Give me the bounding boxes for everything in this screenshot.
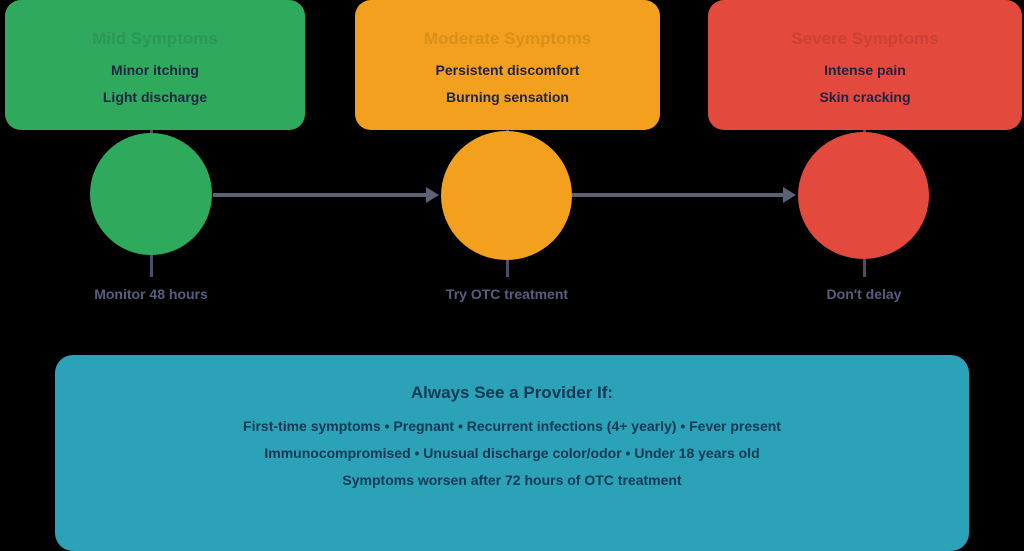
stage-action-label-moderate: Try OTC treatment [445,286,569,302]
stage-card-severe: Severe Symptoms Intense pain Skin cracki… [708,0,1022,130]
stage-title-mild: Mild Symptoms [92,29,218,48]
stage-node-mild [90,133,212,255]
symptom-text: Burning sensation [446,89,569,105]
symptom-text: Minor itching [111,62,199,78]
arrow-connector-line [213,193,426,197]
provider-warning-line: First-time symptoms • Pregnant • Recurre… [243,418,781,434]
provider-warning-card: Always See a Provider If: First-time sym… [55,355,969,551]
stage-card-moderate: Moderate Symptoms Persistent discomfort … [355,0,660,130]
stage-action-label-severe: Don't delay [826,286,902,302]
arrow-right-icon [426,187,439,203]
symptom-text: Intense pain [824,62,906,78]
provider-warning-line: Immunocompromised • Unusual discharge co… [264,445,760,461]
stage-node-severe [798,132,929,259]
stage-node-moderate [441,131,572,260]
stage-title-severe: Severe Symptoms [791,29,939,48]
symptom-text: Skin cracking [819,89,911,105]
stage-action-label-mild: Monitor 48 hours [94,286,208,302]
arrow-right-icon [783,187,796,203]
stage-title-moderate: Moderate Symptoms [423,29,592,48]
provider-warning-line: Symptoms worsen after 72 hours of OTC tr… [342,472,682,488]
stage-card-mild: Mild Symptoms Minor itching Light discha… [5,0,305,130]
provider-warning-title: Always See a Provider If: [410,383,614,402]
arrow-connector-line [572,193,783,197]
symptom-text: Light discharge [102,89,208,105]
symptom-text: Persistent discomfort [435,62,580,78]
